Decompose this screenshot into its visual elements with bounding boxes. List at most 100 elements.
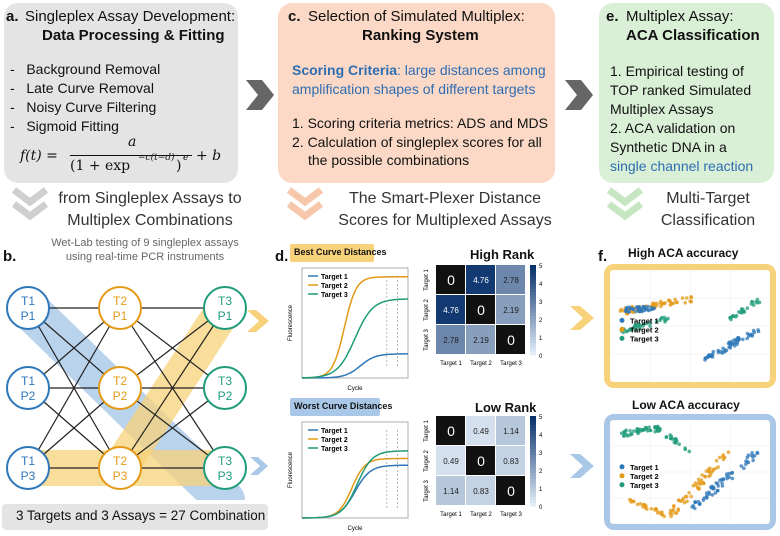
colorbar-segment bbox=[530, 437, 536, 441]
scatter-point bbox=[648, 428, 652, 433]
scatter-point bbox=[755, 451, 760, 455]
colorbar-segment bbox=[530, 434, 536, 438]
scatter-point bbox=[750, 451, 754, 455]
scatter-point bbox=[703, 474, 707, 479]
colorbar-segment bbox=[530, 485, 536, 489]
scatter-point bbox=[634, 328, 638, 332]
colorbar-segment bbox=[530, 446, 536, 450]
scatter-point bbox=[656, 427, 661, 432]
arrow-right-icon bbox=[570, 454, 594, 478]
scatter-point bbox=[633, 324, 638, 328]
heatmap-cell bbox=[466, 295, 495, 324]
low-aca-title: Low ACA accuracy bbox=[632, 398, 740, 412]
heatmap-y-tick: Target 3 bbox=[424, 329, 430, 351]
colorbar-segment bbox=[530, 346, 536, 350]
heatmap-cell bbox=[436, 446, 465, 475]
heatmap-cell bbox=[466, 476, 495, 505]
scatter-point bbox=[638, 327, 642, 331]
colorbar-segment bbox=[530, 274, 536, 278]
panel-a-letter: a. bbox=[6, 8, 19, 25]
heatmap-value: 0 bbox=[507, 332, 515, 348]
scatter-point bbox=[721, 454, 725, 459]
heatmap-x-tick: Target 2 bbox=[470, 512, 492, 518]
heatmap-value: 0.83 bbox=[503, 457, 519, 466]
colorbar-segment bbox=[530, 464, 536, 468]
arrow-right-icon bbox=[246, 80, 274, 110]
scatter-point bbox=[648, 321, 652, 325]
colorbar-segment bbox=[530, 467, 536, 471]
y-axis-label: Fluorescence bbox=[288, 304, 294, 341]
colorbar-segment bbox=[530, 440, 536, 444]
scatter-point bbox=[713, 491, 718, 495]
node-label: P3 bbox=[21, 469, 36, 483]
curve-target-3 bbox=[302, 298, 408, 379]
scatter-point bbox=[752, 330, 757, 335]
heatmap-cell bbox=[436, 325, 465, 354]
colorbar-segment bbox=[530, 458, 536, 462]
colorbar-tick: 2 bbox=[539, 318, 543, 324]
scatter-point bbox=[649, 507, 654, 511]
panel-d-letter: d. bbox=[275, 248, 289, 265]
colorbar-segment bbox=[530, 449, 536, 453]
chevron-down-icon bbox=[606, 187, 644, 221]
colorbar-segment bbox=[530, 497, 536, 501]
scatter-point bbox=[669, 436, 673, 440]
panel-f-letter: f. bbox=[598, 248, 608, 265]
heatmap-value: 1.14 bbox=[443, 487, 459, 496]
arrow-right-icon bbox=[247, 310, 269, 332]
scatter-point bbox=[644, 321, 649, 326]
heatmap-y-tick: Target 2 bbox=[424, 299, 430, 321]
scatter-point bbox=[701, 498, 706, 502]
scatter-point bbox=[678, 499, 683, 504]
colorbar-segment bbox=[530, 289, 536, 293]
node-label: T3 bbox=[218, 294, 232, 308]
heatmap-cell bbox=[466, 446, 495, 475]
colorbar-segment bbox=[530, 352, 536, 356]
scatter-point bbox=[691, 504, 695, 508]
colorbar-segment bbox=[530, 265, 536, 269]
scatter-point bbox=[672, 440, 677, 445]
colorbar-segment bbox=[530, 313, 536, 317]
scatter-point bbox=[658, 299, 663, 304]
heatmap-x-tick: Target 1 bbox=[440, 361, 462, 367]
colorbar-tick: 0 bbox=[539, 505, 543, 511]
colorbar-segment bbox=[530, 337, 536, 341]
colorbar-segment bbox=[530, 473, 536, 477]
colorbar-segment bbox=[530, 286, 536, 290]
colorbar-segment bbox=[530, 488, 536, 492]
heatmap-cell bbox=[436, 265, 465, 294]
step-item: - Late Curve Removal bbox=[10, 80, 154, 96]
colorbar-segment bbox=[530, 319, 536, 323]
colorbar-segment bbox=[530, 500, 536, 504]
scatter-point bbox=[710, 493, 715, 497]
scoring-criteria: Scoring Criteria: large distances among bbox=[292, 62, 546, 78]
scatter-point bbox=[730, 476, 735, 481]
curve-target-3 bbox=[301, 450, 408, 519]
scatter-point bbox=[739, 464, 744, 468]
node-label: P1 bbox=[21, 309, 36, 323]
legend-label: Target 1 bbox=[321, 428, 348, 435]
colorbar-segment bbox=[530, 461, 536, 465]
scatter-point bbox=[713, 466, 718, 471]
scatter-point bbox=[727, 471, 731, 476]
step-item: - Background Removal bbox=[10, 61, 161, 77]
heatmap-value: 2.78 bbox=[443, 336, 459, 345]
colorbar-tick: 4 bbox=[539, 282, 543, 288]
legend-swatch bbox=[619, 317, 625, 323]
scatter-point bbox=[658, 510, 662, 515]
sigmoid-formula: f(t) = a (1 + exp −c(t−d) ) e + b bbox=[20, 134, 222, 174]
panel-c-item-2a: 2. Calculation of singleplex scores for … bbox=[292, 134, 542, 150]
heatmap-y-tick: Target 1 bbox=[424, 420, 430, 442]
scatter-point bbox=[685, 296, 689, 300]
scatter-point bbox=[662, 301, 666, 306]
colorbar-segment bbox=[530, 349, 536, 353]
colorbar-segment bbox=[530, 283, 536, 287]
heatmap-cell bbox=[496, 265, 525, 294]
panel-c-item-2b: the possible combinations bbox=[308, 152, 470, 168]
